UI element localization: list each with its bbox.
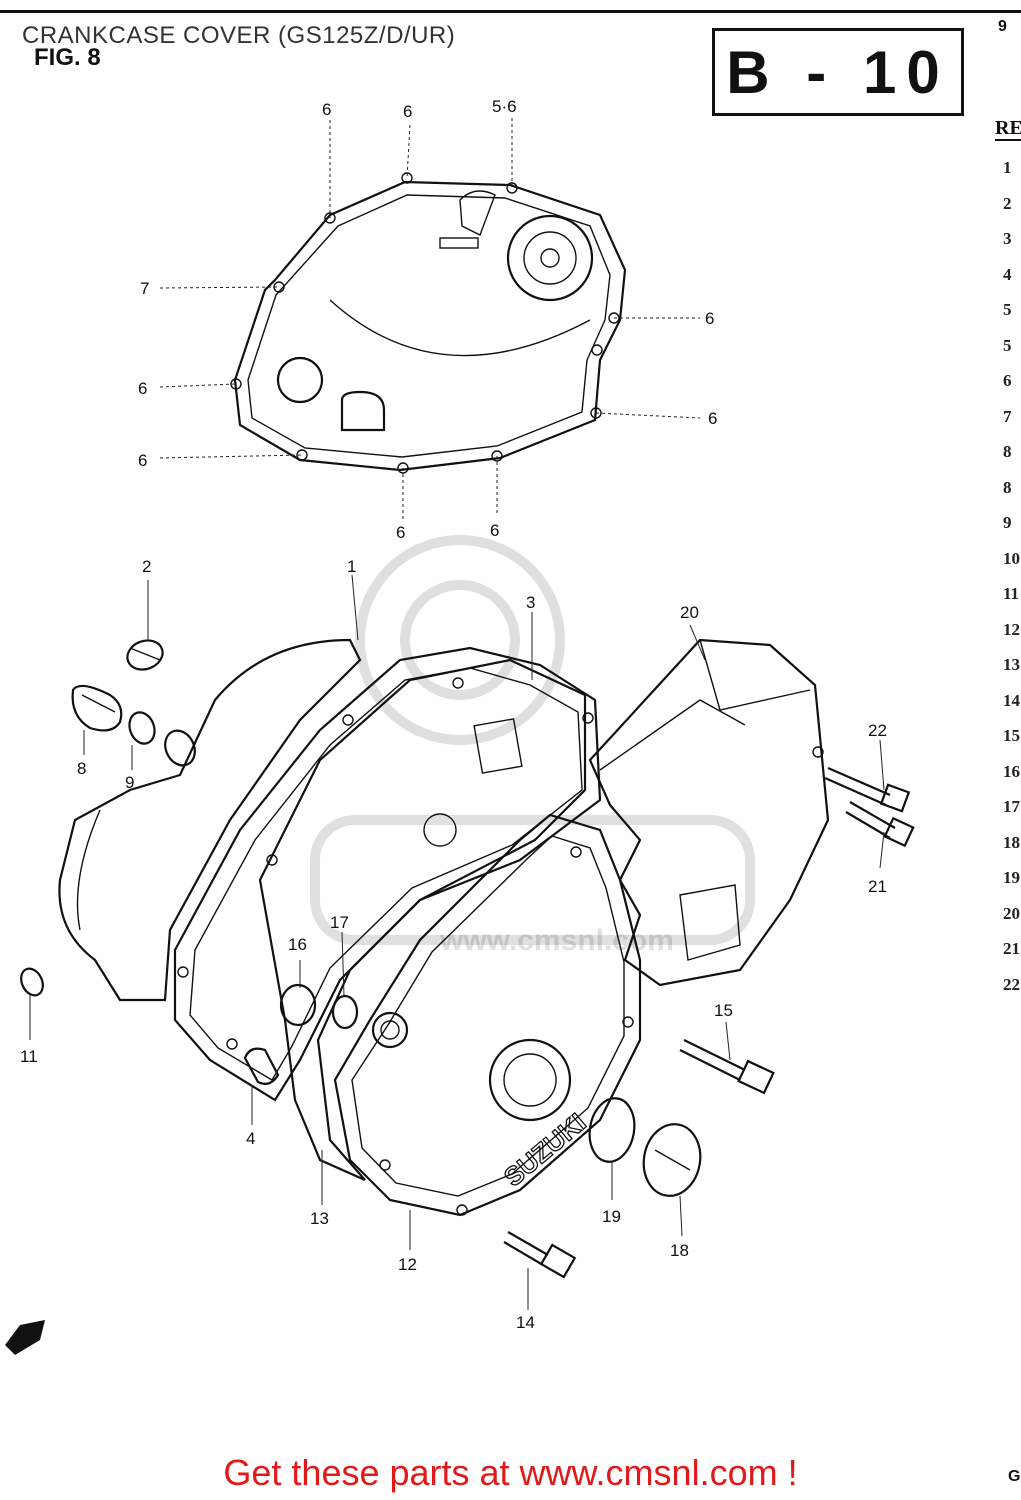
callout-6g: 6: [396, 523, 405, 542]
callout-labels: 6 6 5·6 7 6 6 6 6 6 6 2 1 3 20 22 8 9 21…: [20, 97, 887, 1332]
callout-19: 19: [602, 1207, 621, 1226]
part-14-bolt: [503, 1231, 577, 1279]
part-11-o-ring: [20, 967, 44, 997]
reference-number: 12: [1003, 619, 1020, 639]
callout-2: 2: [142, 557, 151, 576]
callout-14: 14: [516, 1313, 535, 1332]
callout-6h: 6: [490, 521, 499, 540]
reference-number: 18: [1003, 832, 1020, 852]
reference-number: 11: [1003, 584, 1020, 603]
watermark-logo: [310, 535, 755, 945]
section-code-box: B - 10: [712, 28, 964, 116]
callout-18: 18: [670, 1241, 689, 1260]
reference-number: 21: [1003, 939, 1020, 958]
svg-text:SUZUKI: SUZUKI: [498, 1107, 591, 1192]
reference-number: 16: [1003, 761, 1020, 781]
reference-number: 7: [1003, 406, 1012, 426]
reference-number: 15: [1003, 726, 1020, 745]
callout-4: 4: [246, 1129, 255, 1148]
reference-number: 9: [1003, 513, 1012, 532]
reference-number: 17: [1003, 797, 1020, 816]
part-18-plug-cap: [642, 1123, 702, 1197]
callout-12: 12: [398, 1255, 417, 1274]
callout-6a: 6: [322, 100, 331, 119]
reference-number: 1: [1003, 158, 1012, 177]
callout-8: 8: [77, 759, 86, 778]
reference-column-header: RE: [995, 117, 1021, 141]
reference-number: 8: [1003, 442, 1012, 461]
top-border: [0, 10, 1021, 13]
footer-corner-text: G: [1008, 1468, 1021, 1485]
callout-3: 3: [526, 593, 535, 612]
reference-number: 19: [1003, 868, 1020, 887]
leader-lines: [29, 118, 885, 1310]
callout-15: 15: [714, 1001, 733, 1020]
callout-7: 7: [140, 279, 149, 298]
part-19-o-ring: [588, 1097, 636, 1163]
part-4-dowel: [243, 1047, 280, 1085]
callout-6f: 6: [138, 451, 147, 470]
reference-number: 5: [1003, 335, 1012, 355]
reference-number: 4: [1003, 264, 1012, 284]
callout-6e: 6: [708, 409, 717, 428]
part-21-bolt: [845, 801, 915, 848]
reference-number: 14: [1003, 690, 1020, 710]
reference-number: 20: [1003, 903, 1020, 923]
crankcase-body: [58, 638, 362, 1002]
part-8-filler-cap: [71, 684, 123, 732]
callout-13: 13: [310, 1209, 329, 1228]
callout-22: 22: [868, 721, 887, 740]
callout-16: 16: [288, 935, 307, 954]
front-arrow-icon: [5, 1320, 45, 1355]
cmsnl-parts-link[interactable]: Get these parts at www.cmsnl.com !: [223, 1452, 798, 1493]
reference-number: 2: [1003, 193, 1012, 213]
page-title: CRANKCASE COVER (GS125Z/D/UR): [22, 22, 456, 49]
part-17-o-ring: [331, 994, 359, 1030]
callout-11: 11: [20, 1047, 38, 1066]
callout-1: 1: [347, 557, 356, 576]
part-16-dowel: [279, 983, 317, 1027]
reference-number: 8: [1003, 477, 1012, 497]
callout-20: 20: [680, 603, 699, 622]
callout-6b: 6: [403, 102, 412, 121]
figure-label: FIG. 8: [34, 44, 101, 71]
callout-5-6: 5·6: [492, 97, 517, 116]
callout-9: 9: [125, 773, 134, 792]
part-oil-seal: [164, 729, 196, 767]
reference-number: 22: [1003, 974, 1020, 994]
reference-number: 13: [1003, 655, 1020, 674]
part-15-bolt: [679, 1039, 775, 1095]
callout-17: 17: [330, 913, 349, 932]
callout-6c: 6: [705, 309, 714, 328]
reference-number: 10: [1003, 548, 1020, 568]
part-22-bolt: [824, 766, 911, 813]
outer-generator-cover: SUZUKI: [333, 813, 642, 1217]
part-9-o-ring: [128, 711, 156, 745]
reference-number: 3: [1003, 229, 1012, 248]
sprocket-cover: [588, 638, 830, 987]
page-number: 9: [998, 18, 1007, 35]
clutch-cover: [230, 172, 627, 474]
section-code: B - 10: [726, 38, 950, 106]
part-2-cap: [126, 639, 164, 671]
reference-number: 5: [1003, 300, 1012, 319]
callout-21: 21: [868, 877, 887, 896]
reference-number: 6: [1003, 371, 1012, 390]
callout-6d: 6: [138, 379, 147, 398]
